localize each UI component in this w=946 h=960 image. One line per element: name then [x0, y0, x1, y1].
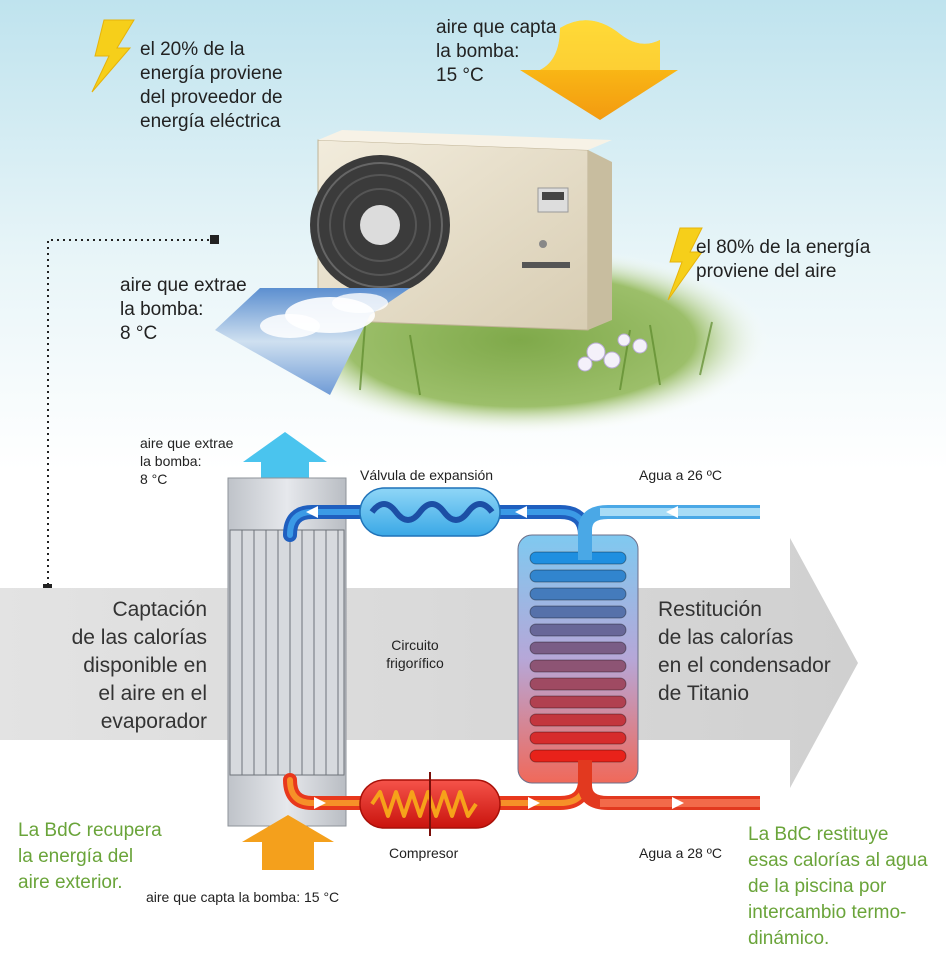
intake-temperature-label: aire que capta la bomba: 15 °C — [146, 889, 340, 905]
process-arrow — [0, 538, 858, 788]
water-out-label: Agua a 28 ºC — [639, 845, 722, 861]
compressor-label: Compresor — [389, 845, 459, 861]
exhaust-temperature-label: aire que extrae la bomba: 8 °C — [140, 435, 234, 487]
coil-loop — [529, 641, 627, 655]
restitution-label: Restitución de las calorías en el conden… — [658, 598, 831, 705]
capture-label: Captación de las calorías disponible en … — [71, 598, 207, 733]
coil-loop — [529, 569, 627, 583]
electric-energy-label: el 20% de la energía proviene del provee… — [140, 39, 283, 132]
dotted-connector — [47, 239, 215, 588]
coil-loop — [529, 605, 627, 619]
compressor-icon — [359, 772, 501, 836]
refrigerant-circuit-label: Circuito frigorífico — [386, 637, 444, 671]
intake-arrow-icon — [242, 815, 334, 870]
coil-loop — [529, 659, 627, 673]
recovery-note: La BdC recupera la energía del aire exte… — [18, 820, 162, 893]
coil-loop — [529, 731, 627, 745]
condenser-coil — [529, 551, 627, 763]
coil-loop — [529, 587, 627, 601]
lightning-icon — [667, 227, 703, 301]
heat-pump-unit-icon — [310, 130, 612, 331]
expansion-valve-label: Válvula de expansión — [360, 467, 494, 483]
coil-loop — [529, 623, 627, 637]
coil-loop — [529, 695, 627, 709]
air-exhaust-label: aire que extrae la bomba: 8 °C — [120, 275, 247, 344]
warm-air-arrow-icon — [520, 20, 678, 120]
coil-loop — [529, 677, 627, 691]
air-energy-label: el 80% de la energía proviene del aire — [696, 237, 871, 282]
lightning-icon — [91, 19, 135, 93]
coil-loop — [529, 713, 627, 727]
cold-air-arrow-icon — [215, 288, 410, 395]
air-intake-label: aire que capta la bomba: 15 °C — [436, 17, 557, 86]
water-in-label: Agua a 26 ºC — [639, 467, 722, 483]
expansion-valve-icon — [359, 487, 501, 537]
return-note: La BdC restituye esas calorías al agua d… — [748, 824, 928, 949]
flowers-icon — [577, 333, 648, 372]
